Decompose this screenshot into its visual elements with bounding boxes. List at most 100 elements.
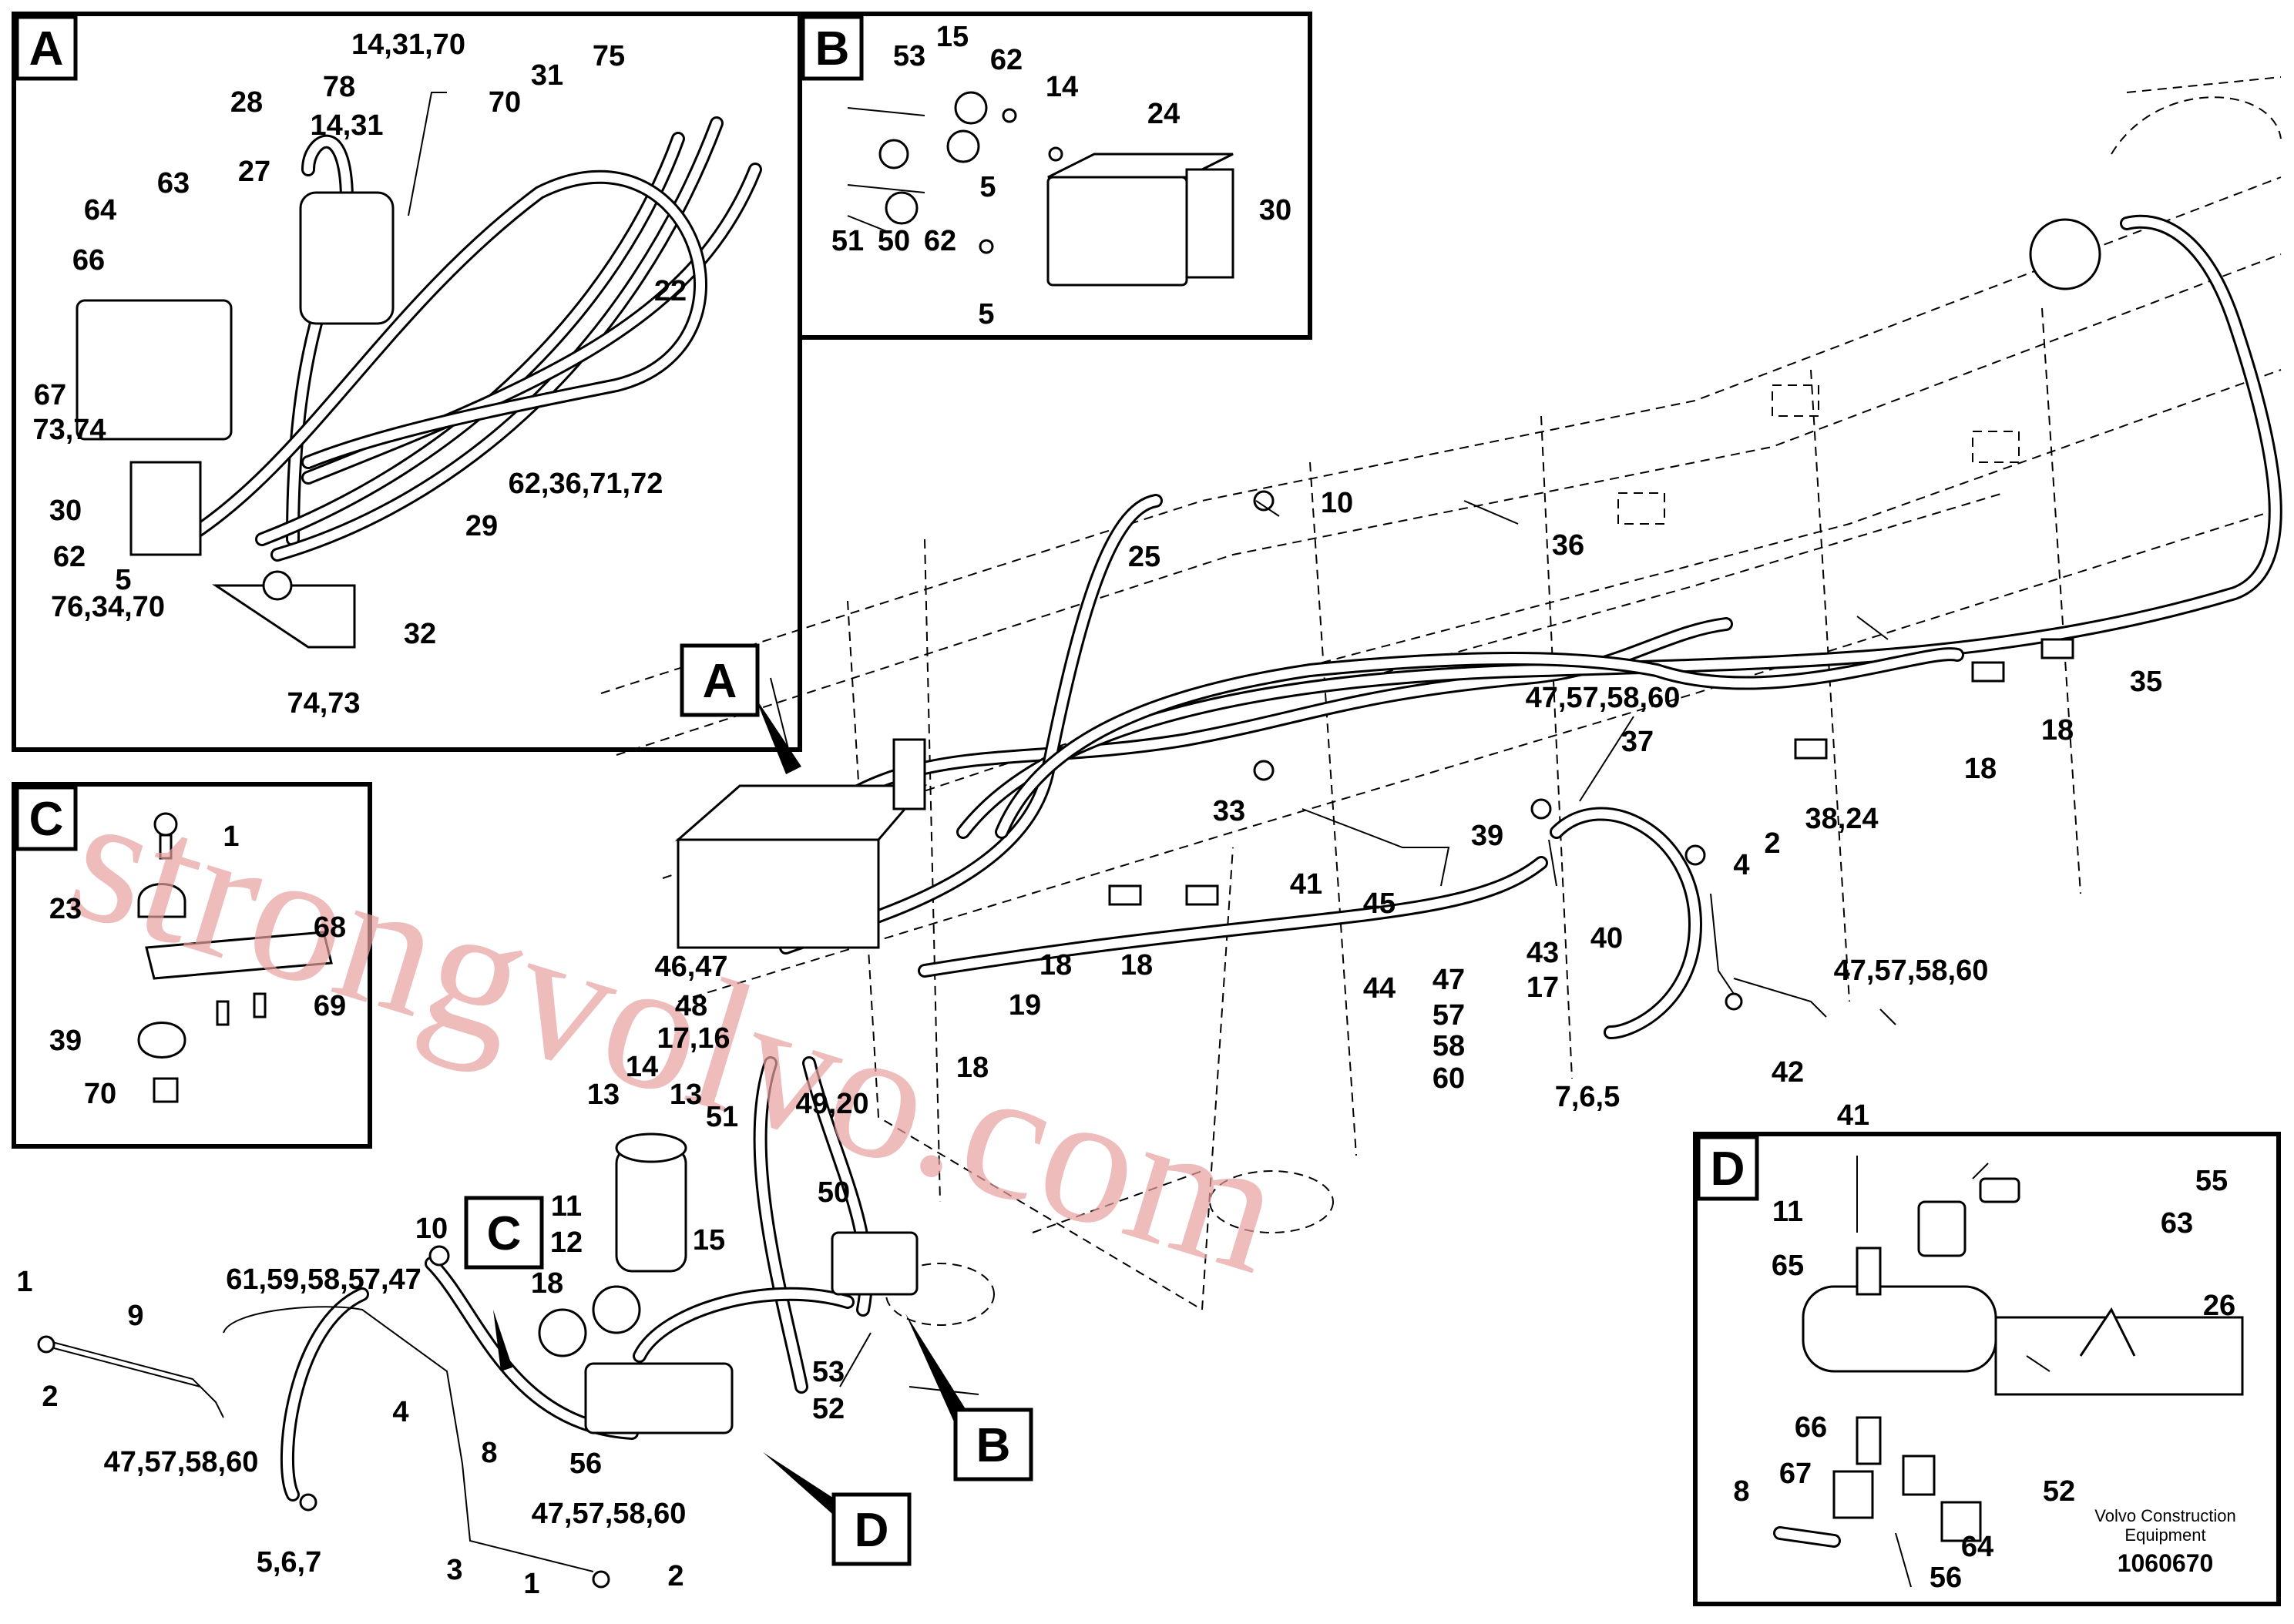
panel-a-label: 30: [49, 495, 82, 527]
panel-a-label: 64: [84, 194, 116, 226]
callout-c-letter: C: [487, 1207, 522, 1260]
panel-d-label: 52: [2043, 1475, 2075, 1508]
panel-d-tag-frame: [1696, 1135, 1759, 1201]
panel-b-tag-frame: [801, 15, 864, 81]
main-hoses: [45, 214, 2282, 1572]
inset-b-drawing: [847, 91, 1234, 287]
panel-c-label: 68: [314, 911, 346, 944]
main-label: 13: [670, 1079, 702, 1111]
panel-a-label: 28: [230, 86, 263, 119]
panel-d-label: 64: [1961, 1531, 1993, 1563]
panel-a-tag-letter: A: [29, 22, 64, 75]
panel-d-label: 66: [1795, 1411, 1827, 1444]
panel-a-label: 74,73: [287, 687, 360, 720]
panel-b-label: 5: [978, 298, 994, 331]
main-label: 46,47: [654, 951, 727, 983]
main-label: 36: [1552, 529, 1584, 562]
panel-c-tag-letter: C: [29, 793, 64, 846]
main-label: 18: [2041, 714, 2074, 747]
panel-a-label: 76,34,70: [51, 591, 165, 623]
main-label: 47,57,58,60: [104, 1446, 259, 1478]
panel-c-label: 23: [49, 893, 82, 925]
panel-a-label: 67: [34, 379, 66, 411]
main-label: 41: [1290, 868, 1322, 901]
inset-c-drawing: [137, 812, 333, 1103]
main-label: 41: [1837, 1099, 1869, 1132]
machine-frame: [600, 76, 2282, 1326]
main-label: 11: [551, 1190, 582, 1223]
drawing-number: 1060670: [2118, 1549, 2214, 1577]
main-label: 25: [1128, 541, 1160, 573]
panel-b-label: 24: [1147, 98, 1180, 130]
main-label: 3: [446, 1554, 462, 1586]
panel-a-label: 62: [53, 541, 86, 573]
panel-b-label: 62: [990, 44, 1023, 76]
main-label: 13: [587, 1079, 620, 1111]
panel-c-label: 1: [223, 820, 239, 853]
panel-b-label: 5: [979, 171, 996, 203]
brand-line-2: Equipment: [2124, 1525, 2205, 1545]
main-label: 45: [1363, 887, 1396, 920]
main-label: 53: [812, 1356, 845, 1388]
main-label: 42: [1772, 1056, 1804, 1089]
main-label: 49,20: [795, 1088, 868, 1120]
panel-a-label: 66: [72, 244, 105, 277]
main-label: 10: [415, 1213, 448, 1245]
main-label: 43: [1527, 937, 1559, 969]
callout-d-letter: D: [855, 1504, 889, 1557]
panel-a-label: 31: [531, 59, 563, 92]
main-label: 37: [1621, 726, 1654, 758]
main-label: 40: [1590, 922, 1623, 955]
panel-a-tag-frame: [15, 15, 78, 81]
panel-d-label: 55: [2195, 1165, 2228, 1197]
panel-d-label: 63: [2161, 1207, 2193, 1240]
callout-a-frame: [680, 643, 760, 717]
panel-a-label: 62,36,71,72: [509, 468, 663, 500]
main-label: 39: [1471, 820, 1503, 852]
panel-a-label: 14,31,70: [351, 29, 465, 61]
callout-c-frame: [464, 1196, 544, 1270]
panel-a-label: 78: [323, 71, 355, 103]
main-label: 52: [812, 1393, 845, 1425]
main-label: 18: [531, 1267, 563, 1300]
panel-a-label: 14,31: [310, 109, 383, 142]
panel-a-label: 29: [465, 510, 498, 542]
components: [37, 218, 2101, 1589]
main-label: 17,16: [657, 1022, 730, 1055]
callout-b-frame: [953, 1408, 1033, 1481]
main-label: 1: [16, 1266, 32, 1298]
main-label: 18: [1964, 753, 1997, 785]
panel-b-label: 53: [893, 40, 925, 72]
panel-d-label: 11: [1772, 1196, 1803, 1228]
main-label: 57: [1432, 999, 1465, 1032]
main-label: 7,6,5: [1555, 1081, 1621, 1113]
brand-line-1: Volvo Construction: [2094, 1506, 2235, 1525]
panel-b-label: 14: [1046, 71, 1078, 103]
callout-arrows: [493, 697, 971, 1514]
panel-b-label: 30: [1259, 194, 1291, 226]
panel-a-label: 63: [157, 167, 190, 200]
main-label: 14: [626, 1051, 658, 1083]
panel-d-label: 8: [1733, 1475, 1749, 1508]
panel-b-tag-letter: B: [815, 22, 850, 75]
main-label: 50: [818, 1176, 850, 1209]
main-label: 18: [1120, 949, 1153, 981]
main-label: 9: [127, 1300, 143, 1332]
main-label: 38,24: [1805, 803, 1878, 835]
callout-a-letter: A: [703, 655, 737, 708]
main-label: 47,57,58,60: [532, 1498, 687, 1530]
main-label: 2: [667, 1560, 683, 1592]
panel-a-label: 70: [489, 86, 521, 119]
callout-b-letter: B: [976, 1419, 1011, 1472]
main-label: 5,6,7: [257, 1546, 322, 1579]
panel-c-label: 70: [84, 1078, 116, 1110]
main-label: 17: [1527, 971, 1559, 1004]
panel-a-label: 5: [115, 564, 131, 596]
panel-a-label: 75: [593, 40, 625, 72]
panel-c-label: 39: [49, 1025, 82, 1057]
panel-c-label: 69: [314, 990, 346, 1022]
main-label: 19: [1009, 989, 1041, 1022]
panel-d-label: 67: [1779, 1458, 1812, 1490]
